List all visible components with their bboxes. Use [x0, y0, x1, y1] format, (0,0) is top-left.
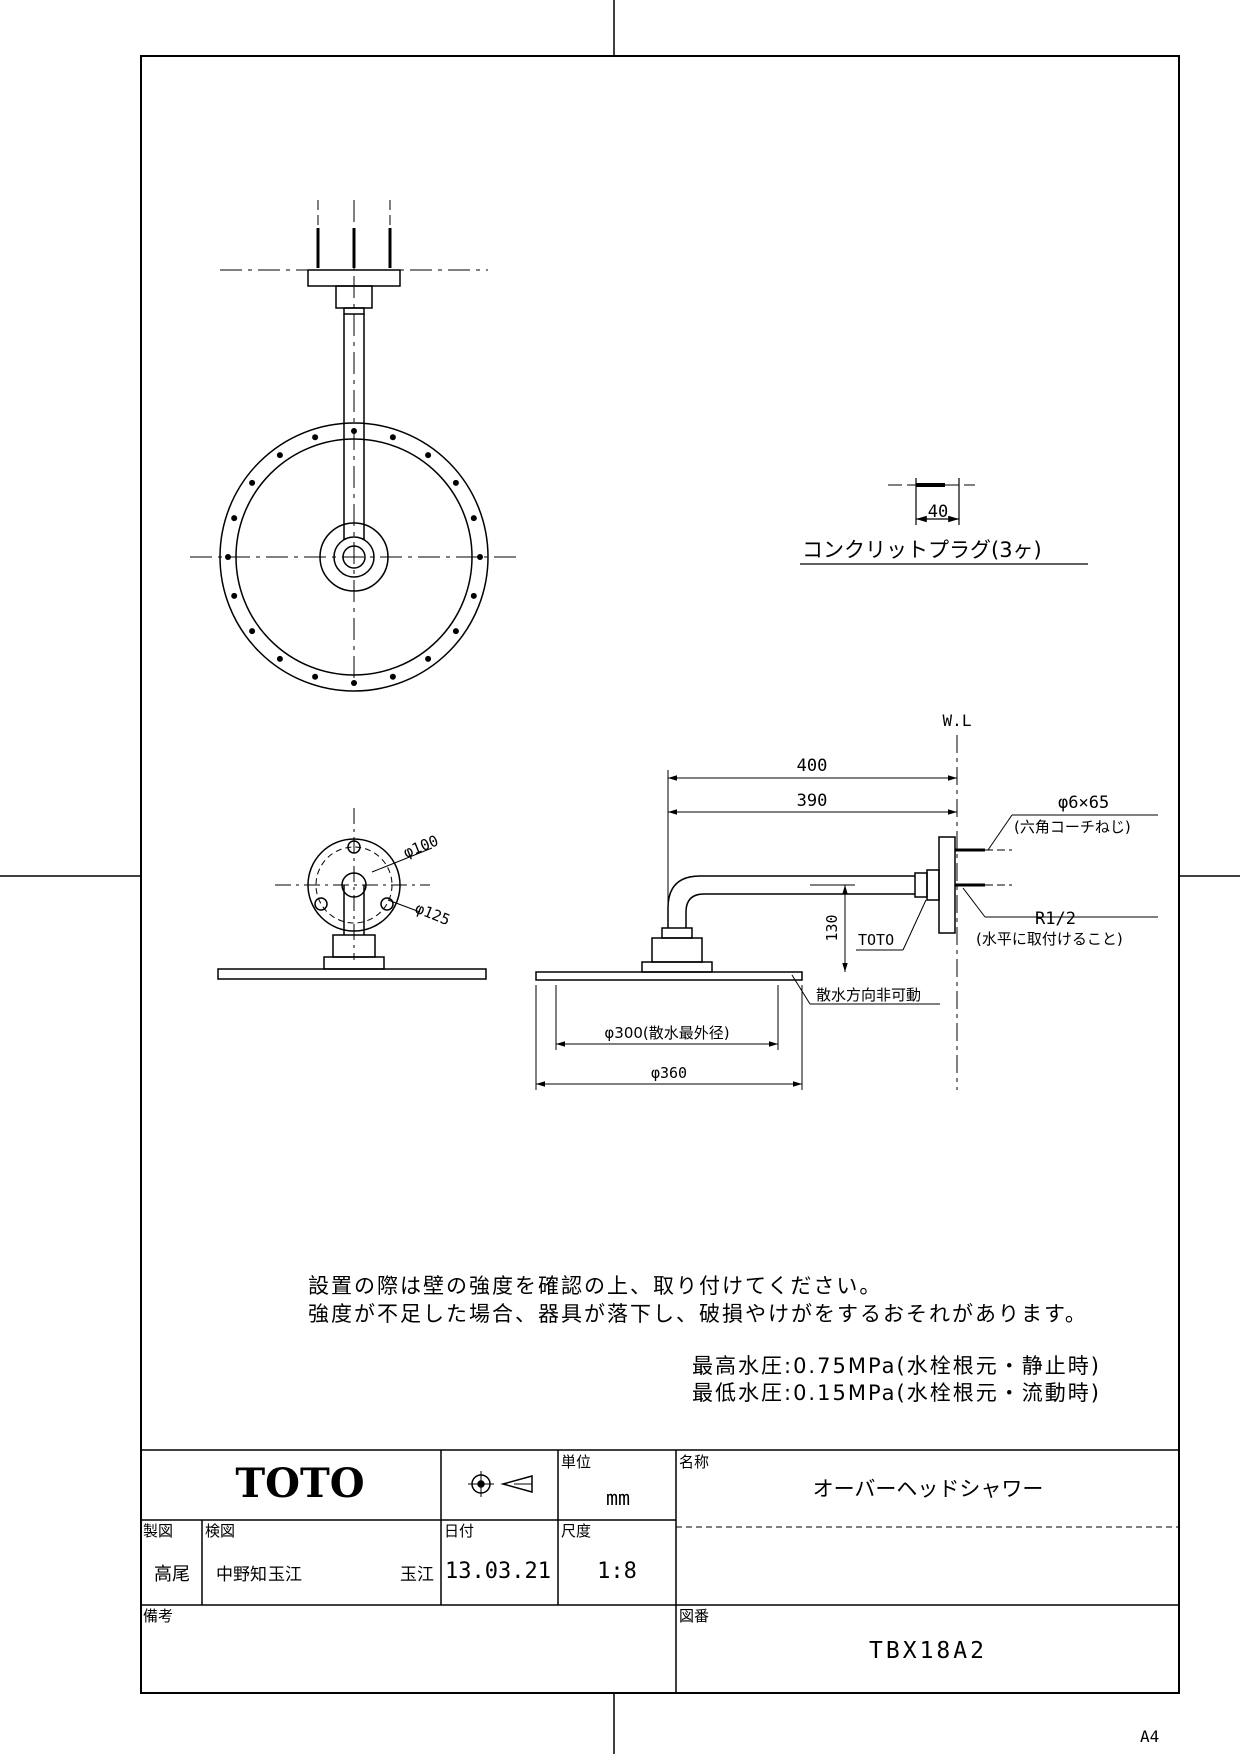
rim-screw-dot	[225, 554, 231, 560]
r12-label: R1/2	[1035, 909, 1076, 929]
rim-screw-dot	[249, 479, 256, 486]
screw-spec: φ6×65	[1058, 793, 1109, 813]
drawing-number: TBX18A2	[869, 1638, 987, 1664]
dim-130: 130	[823, 914, 841, 941]
concrete-plug-detail	[800, 478, 1088, 565]
top-view	[190, 200, 518, 692]
rim-screw-dot	[389, 434, 396, 441]
front-view	[217, 808, 487, 980]
dim-390: 390	[797, 791, 828, 811]
unit-label: 単位	[561, 1453, 591, 1471]
checked-label: 検図	[205, 1522, 235, 1540]
name-label: 名称	[679, 1453, 709, 1471]
product-name: オーバーヘッドシャワー	[813, 1477, 1044, 1501]
rim-screw-dot	[425, 655, 432, 662]
spray-direction-note: 散水方向非可動	[816, 986, 921, 1004]
dim-phi360: φ360	[651, 1064, 687, 1082]
plug-dimension: 40	[928, 502, 948, 522]
remarks-label: 備考	[143, 1607, 173, 1625]
rim-screw-dot	[351, 680, 357, 686]
rim-screw-dot	[276, 655, 283, 662]
paper-size: A4	[1140, 1727, 1159, 1746]
rim-screw-dot	[477, 554, 483, 560]
dim-phi100: φ100	[401, 831, 441, 861]
drawn-label: 製図	[143, 1522, 173, 1540]
scale-label: 尺度	[561, 1522, 591, 1540]
wall-line-label: W.L	[943, 711, 972, 730]
checked-by-1: 中野知	[216, 1565, 267, 1585]
dim-400: 400	[797, 756, 828, 776]
date-value: 13.03.21	[445, 1559, 551, 1584]
rim-screw-dot	[231, 592, 238, 599]
checked-by-3: 玉江	[400, 1565, 434, 1585]
rim-screw-dot	[249, 628, 256, 635]
install-note-1: 設置の際は壁の強度を確認の上、取り付けてください。	[308, 1274, 883, 1298]
rim-screw-dot	[470, 515, 477, 522]
install-note-2: 強度が不足した場合、器具が落下し、破損やけがをするおそれがあります。	[308, 1302, 1088, 1326]
rim-screw-dot	[312, 434, 319, 441]
title-block	[141, 1449, 1179, 1693]
pressure-max: 最高水圧:0.75MPa(水栓根元・静止時)	[692, 1354, 1101, 1378]
rim-screw-dot	[276, 452, 283, 459]
drawing-number-label: 図番	[679, 1607, 709, 1625]
rim-screw-dot	[425, 452, 432, 459]
scale-value: 1:8	[597, 1559, 637, 1584]
plug-name: コンクリットプラグ(3ヶ)	[802, 538, 1042, 562]
pressure-min: 最低水圧:0.15MPa(水栓根元・流動時)	[692, 1381, 1101, 1405]
rim-screw-dot	[452, 628, 459, 635]
rim-screw-dot	[470, 592, 477, 599]
rim-screw-dot	[312, 673, 319, 680]
rim-screw-dot	[452, 479, 459, 486]
dim-phi125: φ125	[413, 899, 453, 929]
rim-screw-dot	[231, 515, 238, 522]
drawn-by: 高尾	[154, 1564, 190, 1585]
screw-note: (六角コーチねじ)	[1014, 818, 1131, 836]
dim-phi300: φ300(散水最外径)	[604, 1024, 729, 1042]
unit-value: mm	[606, 1486, 630, 1510]
rim-screw-dot	[389, 673, 396, 680]
rim-screw-dot	[351, 428, 357, 434]
date-label: 日付	[444, 1522, 474, 1540]
checked-by-2: 玉江	[268, 1565, 302, 1585]
rim-screws	[225, 428, 483, 686]
brand-logo: TOTO	[235, 1460, 364, 1507]
toto-mark-label: TOTO	[858, 931, 894, 949]
r12-note: (水平に取付けること)	[976, 930, 1123, 948]
side-dimensions	[535, 770, 1158, 1090]
